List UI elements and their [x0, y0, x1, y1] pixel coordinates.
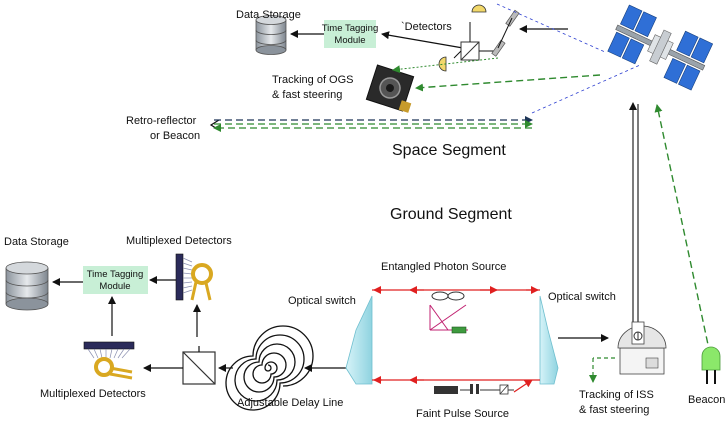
beacon-led-icon	[701, 346, 721, 384]
space-tracking-label-1: Tracking of OGS	[272, 74, 354, 86]
entangled-source-crystal-icon	[429, 291, 468, 334]
space-time-tagging-module	[324, 20, 376, 48]
optical-switch-left-icon	[345, 295, 373, 385]
entangled-source-label: Entangled Photon Source	[381, 261, 506, 273]
faint-pulse-source-icon	[434, 384, 514, 395]
iss-fov-line-top	[496, 3, 606, 53]
space-segment-title: Space Segment	[392, 142, 506, 159]
space-camera-icon	[365, 64, 415, 113]
beacon-green-dashed	[654, 104, 711, 355]
space-tracking-label-2: & fast steering	[272, 89, 342, 101]
ground-data-storage-label: Data Storage	[4, 236, 69, 248]
optical-switch-right-label: Optical switch	[548, 291, 616, 303]
iss-fov-line-bottom	[531, 64, 641, 114]
optical-switch-left-label: Optical switch	[288, 295, 356, 307]
mux-top-label: Multiplexed Detectors	[126, 235, 232, 247]
space-tracking-green-dashed	[415, 74, 601, 92]
ground-database-icon	[5, 261, 49, 311]
ground-time-tagging-module	[83, 266, 148, 294]
faint-red-beams	[372, 376, 540, 393]
space-time-tagging-line2: Module	[334, 35, 365, 46]
space-detector-left-icon	[438, 56, 447, 72]
ground-tracking-label-1: Tracking of ISS	[579, 389, 654, 401]
mux-detectors-bottom-icon	[83, 341, 135, 380]
faint-pulse-label: Faint Pulse Source	[416, 408, 509, 420]
space-detectors-label: `Detectors	[401, 21, 452, 33]
retro-label-1: Retro-reflector	[126, 115, 197, 127]
space-detector-to-module-arrow	[381, 31, 464, 49]
ground-beam-splitter-icon	[182, 351, 216, 385]
ground-segment-title: Ground Segment	[390, 206, 512, 223]
space-time-tagging-line1: Time Tagging	[322, 23, 379, 34]
mux-bottom-label: Multiplexed Detectors	[40, 388, 146, 400]
ground-time-tagging-line1: Time Tagging	[87, 269, 144, 280]
optical-switch-right-icon	[539, 295, 559, 385]
space-beam-splitter-icon	[460, 41, 480, 61]
iss-satellite-icon	[607, 4, 714, 91]
retro-label-2: or Beacon	[150, 130, 200, 142]
ground-time-tagging-line2: Module	[99, 281, 130, 292]
mux-detectors-top-icon	[175, 253, 213, 301]
ground-tracking-label-2: & fast steering	[579, 404, 649, 416]
delay-line-label: Adjustable Delay Line	[237, 397, 343, 409]
delay-line-spiral-icon	[225, 325, 314, 411]
ground-station-observatory-icon	[617, 321, 667, 375]
space-database-icon	[255, 15, 287, 55]
space-detector-top-icon	[471, 4, 487, 13]
beacon-label: Beacon	[688, 394, 725, 406]
space-mirror-lower-icon	[491, 39, 506, 57]
space-tracking-green-dotted	[392, 57, 499, 74]
space-data-storage-label: Data Storage	[236, 9, 301, 21]
